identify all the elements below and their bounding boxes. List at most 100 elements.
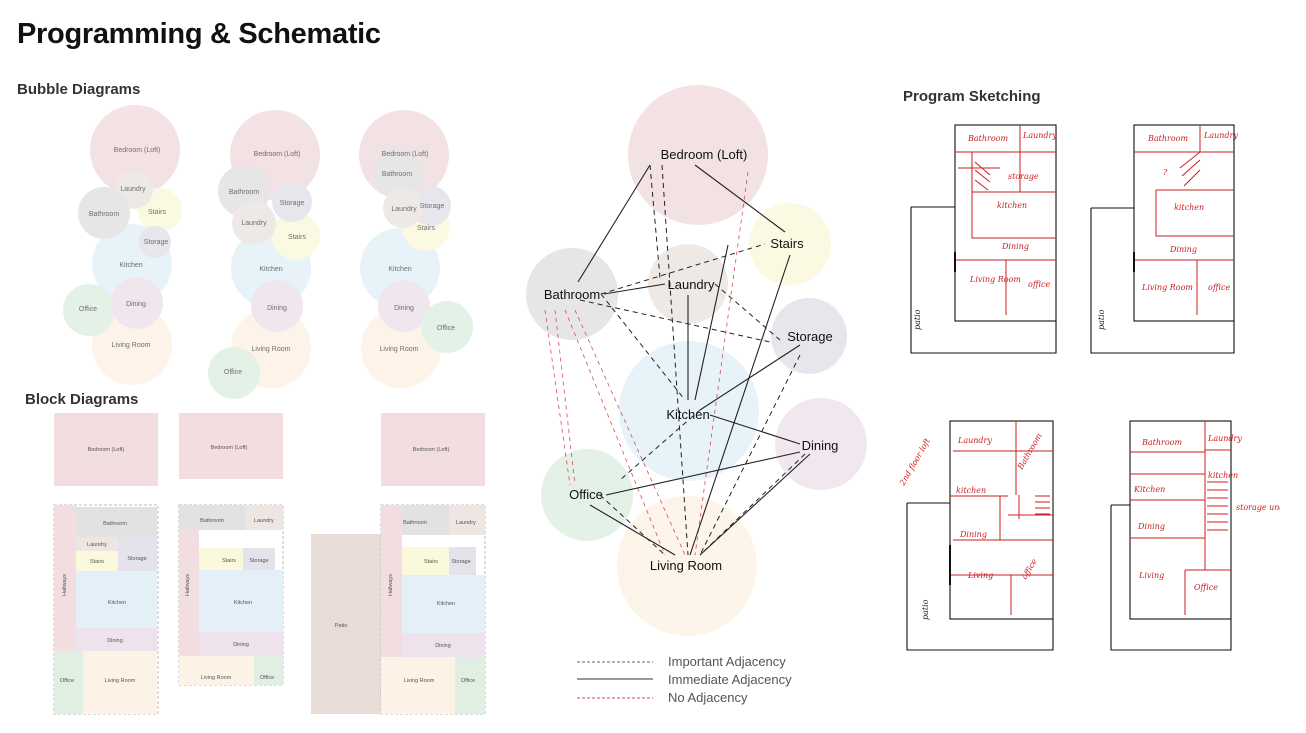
- bubble-label-office: Office: [79, 306, 97, 313]
- svg-text:Bathroom: Bathroom: [403, 520, 427, 526]
- sketch-label-kitchen: kitchen: [997, 201, 1027, 210]
- svg-text:Living Room: Living Room: [105, 678, 136, 684]
- bubble-label-bedroom: Bedroom (Loft): [114, 147, 161, 154]
- svg-text:Laundry: Laundry: [1203, 131, 1238, 140]
- svg-text:Living Room: Living Room: [1141, 283, 1193, 292]
- bubble-bathroom: [78, 187, 130, 239]
- sketch-label-storage-under: storage under stairs: [1236, 503, 1280, 512]
- block-diagram-1: Bedroom (Loft) Hallways Bathroom Laundry…: [53, 413, 159, 715]
- svg-text:Dining: Dining: [233, 642, 249, 648]
- svg-text:kitchen: kitchen: [1174, 203, 1204, 212]
- adjacency-label-dining: Dining: [802, 438, 839, 453]
- svg-text:Patio: Patio: [335, 623, 348, 629]
- legend-none: No Adjacency: [668, 690, 748, 705]
- bubble-label-storage: Storage: [144, 239, 169, 246]
- svg-text:Stairs: Stairs: [222, 558, 236, 564]
- adjacency-label-living: Living Room: [650, 558, 722, 573]
- svg-text:patio: patio: [921, 599, 930, 620]
- svg-text:kitchen: kitchen: [1208, 471, 1238, 480]
- bubble-living-room: [92, 305, 172, 385]
- bubble-laundry-large: [648, 244, 728, 324]
- svg-text:Dining: Dining: [959, 530, 987, 539]
- svg-text:Dining: Dining: [1169, 245, 1197, 254]
- svg-text:Bedroom (Loft): Bedroom (Loft): [88, 447, 125, 453]
- svg-text:Stairs: Stairs: [417, 225, 435, 232]
- bubble-dining-large: [775, 398, 867, 490]
- svg-text:Kitchen: Kitchen: [437, 601, 455, 607]
- sketch-label-bathroom-2: Bathroom: [1015, 431, 1044, 471]
- svg-text:Bathroom: Bathroom: [382, 171, 413, 178]
- svg-text:Dining: Dining: [267, 305, 287, 312]
- bubble-stairs-large: [749, 203, 831, 285]
- adjacency-label-bathroom: Bathroom: [544, 287, 600, 302]
- bubble-diagram-3: Bedroom (Loft) Bathroom Laundry Storage …: [359, 110, 473, 388]
- legend-immediate: Immediate Adjacency: [668, 672, 792, 687]
- svg-text:Office: Office: [260, 675, 274, 681]
- svg-text:Living Room: Living Room: [404, 678, 435, 684]
- svg-text:Dining: Dining: [107, 638, 123, 644]
- sketch-label-bathroom: Bathroom: [967, 134, 1008, 143]
- sketch-label-dining: Dining: [1001, 242, 1029, 251]
- bubble-bedroom: [90, 105, 180, 195]
- svg-text:Laundry: Laundry: [1207, 434, 1242, 443]
- svg-text:Living Room: Living Room: [201, 675, 232, 681]
- svg-text:Laundry: Laundry: [957, 436, 992, 445]
- bubble-storage: [139, 226, 171, 258]
- svg-text:Kitchen: Kitchen: [388, 266, 411, 273]
- program-sketching-heading: Program Sketching: [903, 88, 1041, 105]
- bubble-label-stairs: Stairs: [148, 209, 166, 216]
- svg-text:Dining: Dining: [394, 305, 414, 312]
- adjacency-diagram: Bedroom (Loft) Laundry Bathroom Laundry …: [526, 85, 867, 705]
- svg-text:Bedroom (Loft): Bedroom (Loft): [211, 445, 248, 451]
- bubble-dining: [111, 277, 163, 329]
- svg-text:Hallways: Hallways: [388, 574, 394, 596]
- adjacency-label-office: Office: [569, 487, 603, 502]
- svg-text:Bathroom: Bathroom: [200, 518, 224, 524]
- svg-text:Kitchen: Kitchen: [108, 600, 126, 606]
- svg-text:Living Room: Living Room: [380, 346, 419, 353]
- svg-text:Living: Living: [1138, 571, 1164, 580]
- svg-text:patio: patio: [1097, 309, 1106, 330]
- svg-text:Kitchen: Kitchen: [234, 600, 252, 606]
- svg-text:Laundry: Laundry: [391, 206, 417, 213]
- sketch-label-office: office: [1028, 280, 1051, 289]
- svg-text:Living Room: Living Room: [252, 346, 291, 353]
- svg-text:Stairs: Stairs: [288, 234, 306, 241]
- svg-text:Bedroom (Loft): Bedroom (Loft): [254, 151, 301, 158]
- svg-text:Stairs: Stairs: [90, 559, 104, 565]
- block-diagrams: Bedroom (Loft) Hallways Bathroom Laundry…: [53, 413, 486, 715]
- svg-text:Storage: Storage: [451, 559, 470, 565]
- bubble-diagram-1: Bedroom (Loft) Laundry Bathroom Stairs S…: [63, 105, 182, 385]
- sketch-label-storage: storage: [1008, 172, 1039, 181]
- immediate-adjacency-lines: [577, 164, 811, 556]
- svg-text:kitchen: kitchen: [956, 486, 986, 495]
- svg-text:Dining: Dining: [435, 643, 451, 649]
- svg-text:Laundry: Laundry: [254, 518, 274, 524]
- svg-text:Stairs: Stairs: [424, 559, 438, 565]
- svg-text:Office: Office: [60, 678, 74, 684]
- svg-text:Laundry: Laundry: [87, 542, 107, 548]
- bubble-kitchen-large: [619, 341, 759, 481]
- sketch-label-living-2: Living: [967, 571, 993, 580]
- svg-text:Storage: Storage: [127, 556, 146, 562]
- svg-text:Storage: Storage: [249, 558, 268, 564]
- adjacency-label-kitchen: Kitchen: [666, 407, 709, 422]
- svg-text:Office: Office: [224, 369, 242, 376]
- bubble-label-kitchen: Kitchen: [119, 262, 142, 269]
- svg-text:office: office: [1208, 283, 1231, 292]
- sketch-label-living: Living Room: [969, 275, 1021, 284]
- bubble-office-large: [541, 449, 633, 541]
- svg-text:Dining: Dining: [1137, 522, 1165, 531]
- svg-text:Office: Office: [461, 678, 475, 684]
- svg-text:Hallways: Hallways: [185, 574, 191, 596]
- svg-text:Bedroom (Loft): Bedroom (Loft): [413, 447, 450, 453]
- program-sketches: Bathroom Laundry storage kitchen Dining …: [897, 124, 1280, 651]
- sketch-label-patio: patio: [913, 309, 922, 330]
- bubble-label-living: Living Room: [112, 342, 151, 349]
- svg-text:Storage: Storage: [420, 203, 445, 210]
- important-adjacency-lines: [579, 164, 806, 556]
- adjacency-label-bedroom: Bedroom (Loft): [661, 147, 748, 162]
- block-diagram-3: Patio Bedroom (Loft) Hallways Bathroom L…: [311, 413, 486, 715]
- svg-text:Bathroom: Bathroom: [103, 521, 127, 527]
- bubble-storage-large: [771, 298, 847, 374]
